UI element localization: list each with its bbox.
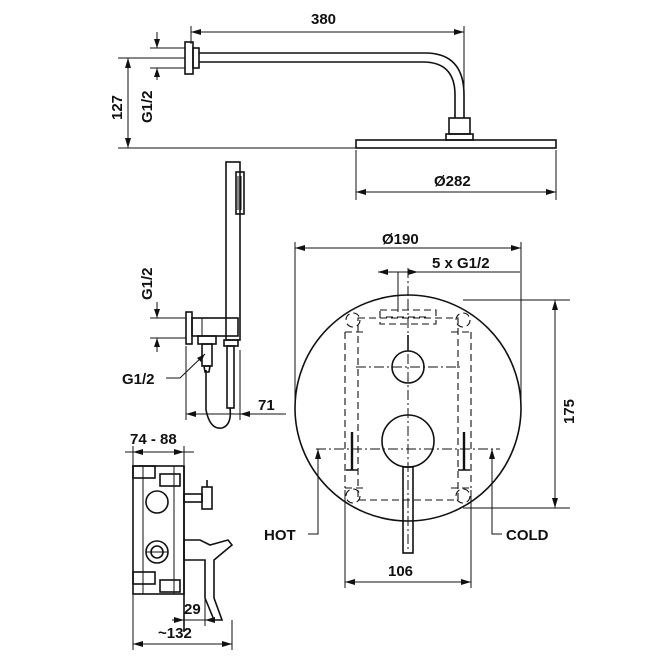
dim-outlet-thread-label: G1/2	[122, 371, 155, 388]
mount-lug-top-left	[345, 312, 361, 328]
dim-arm-length: 380	[190, 11, 465, 95]
hand-shower-head	[235, 171, 245, 215]
side-mixer-lever	[183, 539, 234, 621]
dim-head-diameter: Ø282	[355, 150, 557, 200]
cold-label: COLD	[506, 527, 549, 544]
mixer-plate-view	[294, 268, 522, 554]
dim-box-depth: 74 - 88	[125, 431, 194, 466]
dim-plate-height: 175	[463, 299, 578, 509]
mount-lug-top-right	[455, 312, 471, 328]
dim-arm-height: 127	[109, 57, 356, 149]
dim-arm-height-label: 127	[109, 95, 126, 120]
shower-head-body	[355, 139, 557, 149]
box-port-upper	[145, 490, 169, 514]
shower-arm-lower	[199, 61, 456, 118]
mixer-lever	[402, 466, 414, 554]
holder-body	[191, 317, 239, 337]
hidden-box-outline	[357, 317, 459, 501]
hand-shower-hose-end	[226, 345, 235, 409]
dim-plate-width-label: 106	[388, 563, 413, 580]
dim-total-depth-label: ~132	[158, 625, 192, 642]
dim-ports-label: 5 x G1/2	[432, 255, 490, 272]
mount-lug-bottom-left	[345, 488, 361, 504]
dim-head-diameter-label: Ø282	[434, 173, 471, 190]
dim-handshower-offset: 71	[185, 346, 286, 420]
outlet-nut	[197, 335, 217, 345]
dim-box-depth-label: 74 - 88	[130, 431, 177, 448]
dim-arm-thread: G1/2	[139, 32, 185, 123]
dim-ports: 5 x G1/2	[378, 255, 520, 312]
hand-shower-view	[185, 161, 245, 429]
arm-wall-flange	[184, 41, 194, 75]
dim-lever-offset: 29	[172, 598, 222, 626]
dim-lever-offset-label: 29	[184, 601, 201, 618]
dim-arm-length-label: 380	[311, 11, 336, 28]
dim-plate-height-label: 175	[561, 399, 578, 424]
holder-wall-flange	[185, 311, 193, 345]
shower-arm-view	[184, 41, 557, 149]
side-diverter-knob	[201, 486, 213, 510]
hot-label: HOT	[264, 527, 296, 544]
dim-plate-diameter: Ø190	[294, 231, 522, 406]
hot-cold-leaders: HOT COLD	[264, 449, 549, 544]
arm-flange-collar	[192, 47, 200, 69]
dim-outlet-thread: G1/2	[122, 353, 206, 388]
diverter-port-block	[379, 309, 437, 325]
hand-shower-cone	[223, 339, 239, 347]
dim-holder-thread-label: G1/2	[139, 267, 156, 300]
head-swivel	[445, 133, 474, 141]
dim-plate-width: 106	[344, 490, 472, 588]
dim-handshower-offset-label: 71	[258, 397, 275, 414]
mixer-box-side-view	[132, 465, 234, 632]
hand-shower-hose	[205, 370, 232, 429]
dim-arm-thread-label: G1/2	[139, 90, 156, 123]
dim-plate-diameter-label: Ø190	[382, 231, 419, 248]
mount-lug-bottom-right	[455, 488, 471, 504]
dim-holder-thread: G1/2	[139, 267, 186, 352]
head-connector	[448, 117, 471, 135]
dim-total-depth: ~132	[132, 594, 233, 650]
